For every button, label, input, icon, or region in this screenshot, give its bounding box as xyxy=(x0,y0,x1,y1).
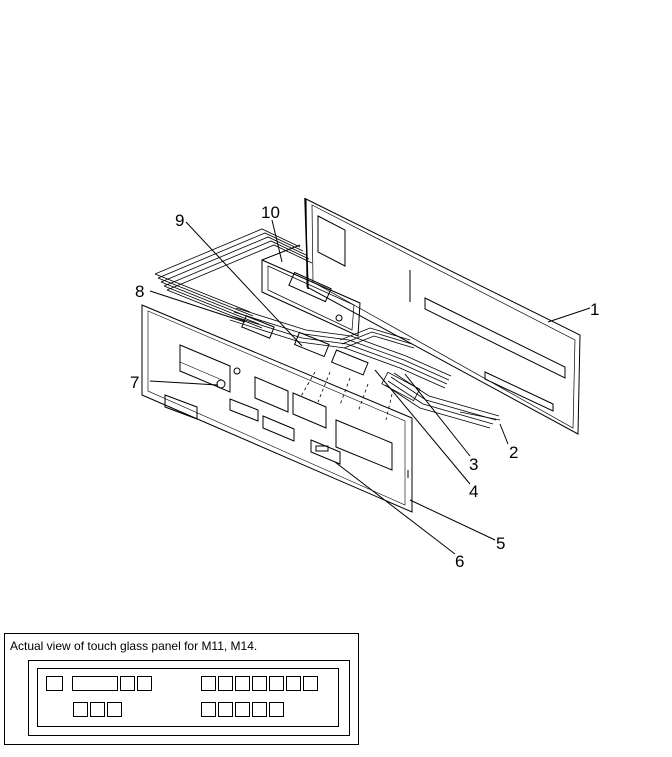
touch-key xyxy=(201,702,216,717)
callout-4: 4 xyxy=(469,482,478,501)
connector-part-7 xyxy=(216,379,226,389)
switch-block-part-6 xyxy=(164,394,341,465)
callout-9: 9 xyxy=(175,211,184,230)
touch-glass-panel-inner xyxy=(37,668,339,727)
ribbon-cable-upper xyxy=(154,228,313,329)
touch-glass-panel xyxy=(28,660,350,736)
callout-7: 7 xyxy=(130,373,139,392)
callout-10: 10 xyxy=(261,203,280,222)
touch-key xyxy=(303,676,318,691)
touch-key xyxy=(137,676,152,691)
leader-lines xyxy=(149,219,591,555)
connector-part-9 xyxy=(241,315,330,358)
touch-key xyxy=(252,702,267,717)
touch-key xyxy=(269,702,284,717)
touch-key xyxy=(107,702,122,717)
touch-key xyxy=(286,676,301,691)
callout-1: 1 xyxy=(590,300,599,319)
callout-3: 3 xyxy=(469,455,478,474)
touch-key xyxy=(120,676,135,691)
touch-key xyxy=(235,676,250,691)
connector-part-3 xyxy=(330,349,369,376)
touch-key xyxy=(269,676,284,691)
control-board-part-10 xyxy=(261,244,361,337)
touch-key xyxy=(252,676,267,691)
rear-panel-part-1 xyxy=(304,197,581,435)
touch-key xyxy=(90,702,105,717)
touch-key xyxy=(73,702,88,717)
touch-key xyxy=(235,702,250,717)
ribbon-cable-middle xyxy=(229,307,452,389)
touch-key xyxy=(201,676,216,691)
callout-6: 6 xyxy=(455,552,464,571)
touch-key xyxy=(218,702,233,717)
touch-panel-inset: Actual view of touch glass panel for M11… xyxy=(4,633,359,745)
alignment-lines xyxy=(299,371,393,421)
callout-8: 8 xyxy=(135,282,144,301)
callout-5: 5 xyxy=(496,534,505,553)
callout-2: 2 xyxy=(509,443,518,462)
touch-panel-caption: Actual view of touch glass panel for M11… xyxy=(10,639,258,653)
touch-key xyxy=(218,676,233,691)
touch-key xyxy=(46,676,63,691)
front-panel-part-5 xyxy=(141,304,413,513)
touch-key xyxy=(72,676,118,691)
